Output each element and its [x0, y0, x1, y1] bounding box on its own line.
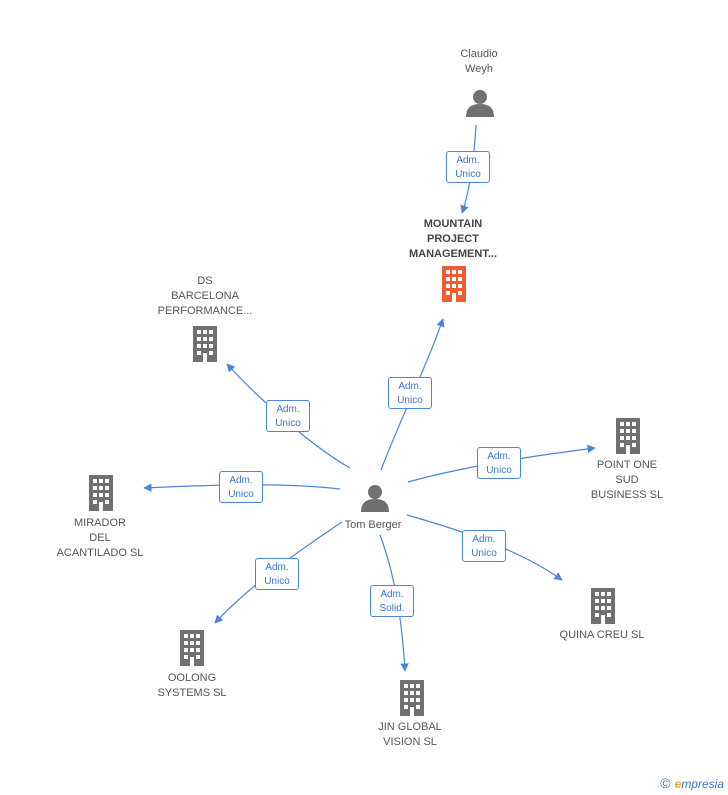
edge-label-tom-pointone[interactable]: Adm. Unico: [477, 447, 521, 479]
node-label-oolong[interactable]: OOLONG SYSTEMS SL: [157, 672, 227, 699]
edge-label-tom-mountain[interactable]: Adm. Unico: [388, 377, 432, 409]
edge-label-tom-jin[interactable]: Adm. Solid.: [370, 585, 414, 617]
building-icon[interactable]: [400, 680, 424, 716]
node-label-mountain[interactable]: MOUNTAIN PROJECT MANAGEMENT...: [409, 218, 497, 260]
person-icon[interactable]: [466, 90, 494, 117]
node-label-claudio[interactable]: Claudio Weyh: [460, 48, 498, 75]
building-icon[interactable]: [193, 326, 217, 362]
building-icon[interactable]: [180, 630, 204, 666]
node-label-mirador[interactable]: MIRADOR DEL ACANTILADO SL: [56, 517, 144, 559]
building-icon[interactable]: [442, 266, 466, 302]
edge-label-tom-oolong[interactable]: Adm. Unico: [255, 558, 299, 590]
building-icon[interactable]: [591, 588, 615, 624]
building-icon[interactable]: [89, 475, 113, 511]
person-icon[interactable]: [361, 485, 389, 512]
edge-label-claudio-mountain[interactable]: Adm. Unico: [446, 151, 490, 183]
building-icon[interactable]: [616, 418, 640, 454]
node-label-tom[interactable]: Tom Berger: [344, 519, 402, 531]
node-label-pointone[interactable]: POINT ONE SUD BUSINESS SL: [590, 459, 664, 501]
edge-label-tom-mirador[interactable]: Adm. Unico: [219, 471, 263, 503]
edge-label-tom-quina[interactable]: Adm. Unico: [462, 530, 506, 562]
node-label-quina[interactable]: QUINA CREU SL: [559, 629, 645, 641]
node-label-ds[interactable]: DS BARCELONA PERFORMANCE...: [157, 275, 253, 317]
node-label-jin[interactable]: JIN GLOBAL VISION SL: [378, 721, 442, 748]
empresia-logo: ©empresia: [660, 775, 724, 791]
edge-label-tom-ds[interactable]: Adm. Unico: [266, 400, 310, 432]
